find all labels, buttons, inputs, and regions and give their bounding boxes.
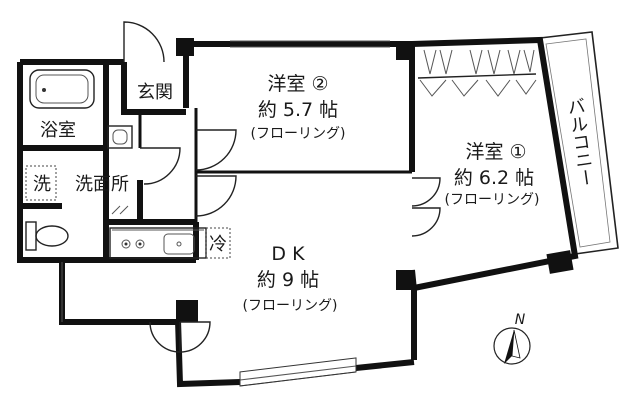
compass-north-label: N — [515, 312, 526, 328]
room-western-2-floor: (フローリング) — [251, 126, 346, 142]
balcony-label: バルコニー — [563, 96, 596, 188]
closet — [417, 49, 537, 97]
washer-label: 洗 — [33, 174, 51, 195]
washroom-label: 洗面所 — [75, 174, 129, 195]
kitchen-counter — [109, 227, 231, 259]
bathroom-label: 浴室 — [40, 120, 76, 141]
windows — [61, 40, 390, 387]
room-dk-size: 約 9 帖 — [257, 269, 319, 291]
entrance-label: 玄関 — [137, 82, 173, 103]
room-western-1-size: 約 6.2 帖 — [454, 167, 534, 189]
room-western-2: 洋室 ② 約 5.7 帖 (フローリング) — [251, 73, 346, 142]
bathtub-icon — [29, 69, 95, 109]
room-dk: D K 約 9 帖 (フローリング) — [243, 243, 338, 314]
room-dk-floor: (フローリング) — [243, 298, 338, 314]
fridge-label: 冷 — [209, 234, 227, 255]
doors — [123, 21, 441, 353]
room-western-1: 洋室 ① 約 6.2 帖 (フローリング) — [445, 141, 540, 208]
room-western-2-name: 洋室 ② — [267, 73, 328, 95]
room-dk-name: D K — [271, 243, 305, 265]
toilet-icon — [25, 221, 69, 251]
room-western-1-floor: (フローリング) — [445, 192, 540, 208]
room-western-2-size: 約 5.7 帖 — [258, 99, 338, 121]
wash-basin-icon — [107, 125, 133, 149]
room-western-1-name: 洋室 ① — [465, 141, 526, 163]
compass-icon: N — [493, 312, 531, 365]
shoe-cabinet — [111, 205, 129, 215]
